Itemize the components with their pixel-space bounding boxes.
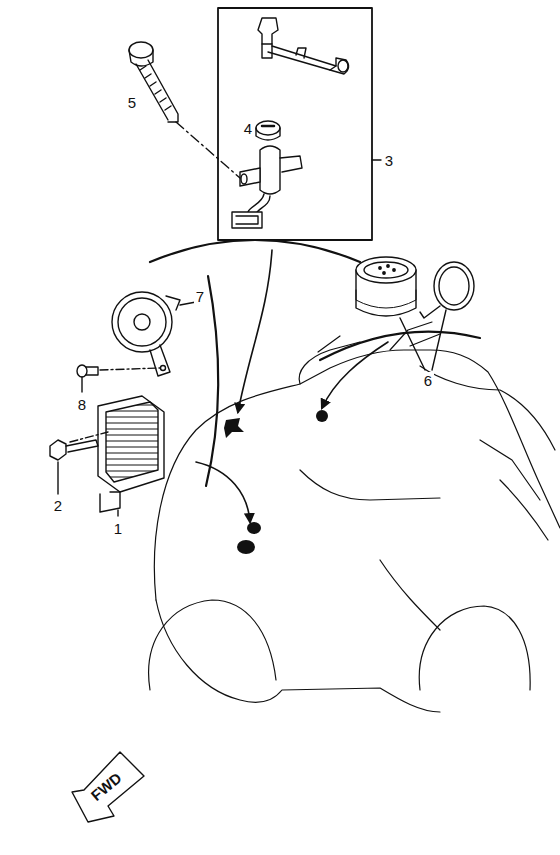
main-switch bbox=[232, 121, 302, 228]
callout-number: 6 bbox=[422, 372, 434, 389]
group-arc bbox=[150, 240, 360, 262]
location-arrow bbox=[238, 250, 272, 412]
steering-lock bbox=[258, 18, 349, 74]
leader-line bbox=[372, 159, 381, 160]
location-arrow bbox=[196, 462, 250, 522]
callout-number: 7 bbox=[194, 288, 206, 305]
screw bbox=[77, 365, 98, 392]
forward-arrow bbox=[72, 752, 144, 822]
callout-number: 5 bbox=[126, 94, 138, 111]
motorcycle-outline bbox=[149, 322, 560, 712]
callout-number: 8 bbox=[76, 396, 88, 413]
bolt bbox=[50, 440, 98, 494]
assembly-frame bbox=[218, 8, 372, 240]
horn bbox=[100, 292, 196, 376]
location-spot bbox=[224, 410, 328, 554]
callout-number: 2 bbox=[52, 497, 64, 514]
bolt bbox=[129, 42, 240, 178]
callout-number: 1 bbox=[112, 520, 124, 537]
callout-number: 4 bbox=[242, 120, 254, 137]
rectifier-regulator bbox=[70, 396, 164, 516]
callout-number: 3 bbox=[383, 152, 395, 169]
group-arc bbox=[206, 276, 218, 486]
